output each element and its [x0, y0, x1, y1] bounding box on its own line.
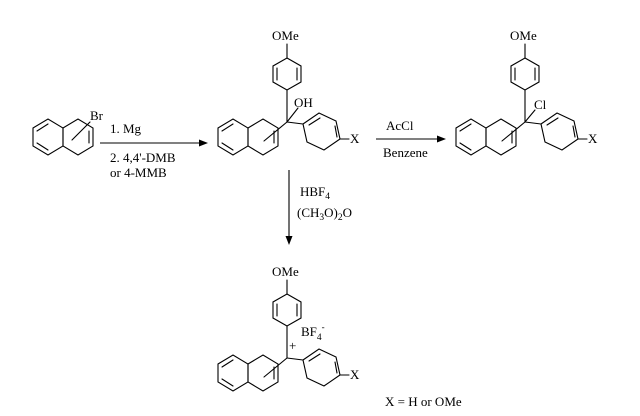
- chloro-label: Cl: [534, 97, 547, 112]
- reaction-arrow-1: [100, 139, 208, 147]
- naphthyl-rings: [217, 118, 279, 156]
- step1-reagent-1: 1. Mg: [110, 121, 142, 136]
- anisyl-ring: [272, 57, 302, 91]
- step1-reagent-3: or 4-MMB: [110, 165, 167, 180]
- chloride-methoxy-label: OMe: [510, 28, 537, 43]
- hydroxyl-label: OH: [294, 95, 313, 110]
- aryl-x-ring: [302, 348, 341, 387]
- chloride-x-label: X: [588, 131, 598, 146]
- anisyl-ring: [272, 293, 302, 327]
- anisyl-ring: [510, 57, 540, 91]
- cation-x-label: X: [350, 367, 360, 382]
- bromo-label: Br: [90, 108, 104, 123]
- alcohol-methoxy-label: OMe: [272, 28, 299, 43]
- bromonaphthalene-structure: Br: [32, 108, 104, 156]
- tetrafluoroborate-label: BF4-: [301, 322, 325, 343]
- alcohol-x-label: X: [350, 131, 360, 146]
- reaction-arrow-2: [376, 135, 446, 143]
- step3-reagent: HBF4: [300, 184, 330, 202]
- step3-solvent: (CH3O)2O: [297, 205, 352, 223]
- cation-charge: +: [289, 338, 296, 353]
- reaction-arrow-3: [285, 170, 293, 245]
- substituent-footnote: X = H or OMe: [385, 394, 462, 409]
- chloride-structure: OMe Cl X: [455, 28, 598, 156]
- naphthyl-rings: [217, 354, 279, 392]
- cation-methoxy-label: OMe: [272, 264, 299, 279]
- naphthyl-rings: [455, 118, 517, 156]
- step2-solvent: Benzene: [383, 145, 428, 160]
- carbinol-structure: OMe OH X: [217, 28, 360, 156]
- step2-reagent: AcCl: [386, 118, 414, 133]
- cation-structure: OMe + BF4- X: [217, 264, 360, 392]
- ring-position-bond: [71, 121, 91, 141]
- step1-reagent-2: 2. 4,4'-DMB: [110, 150, 176, 165]
- aryl-x-ring: [540, 112, 579, 151]
- naphthalene-rings: [32, 118, 94, 156]
- aryl-x-ring: [302, 112, 341, 151]
